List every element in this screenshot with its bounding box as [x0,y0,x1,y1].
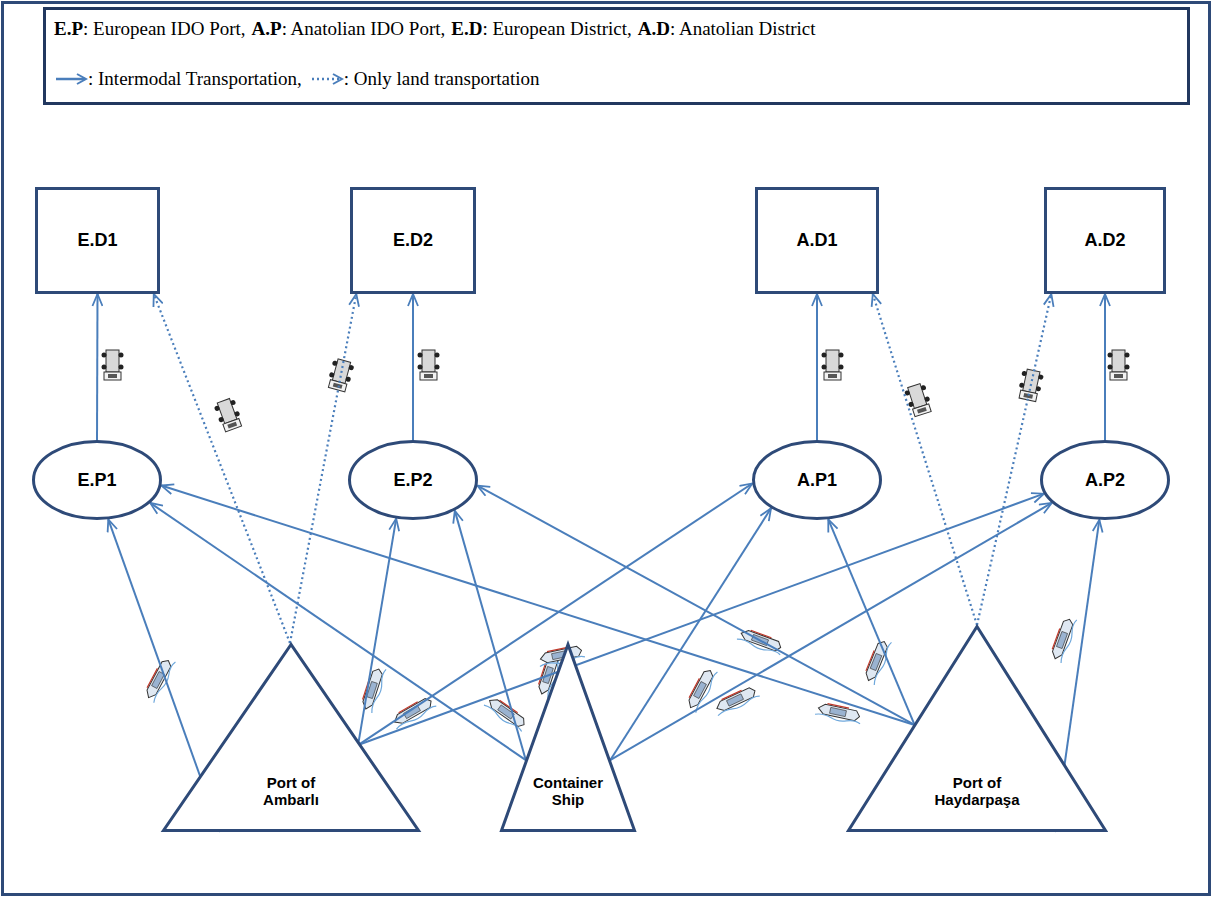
port-ellipse: E.P2 [348,440,478,520]
district-box: A.D2 [1044,187,1166,294]
port-ellipse: A.P1 [752,440,882,520]
legend-box: E.P: European IDO Port, A.P: Anatolian ID… [43,7,1190,105]
node-label: Port of Haydarpaşa [929,774,1025,808]
port-ellipse: E.P1 [32,440,162,520]
ellipse-shape [1042,442,1169,519]
source-triangle: Port of Ambarlı [162,643,420,832]
legend-line-sample [310,71,344,87]
intermodal-connector [1104,294,1106,440]
land-connector [873,294,977,625]
legend-item: : Intermodal Transportation, [54,68,302,90]
ellipse-shape [350,442,477,519]
source-triangle: Container Ship [500,643,636,832]
truck-icon [418,350,440,380]
node-label: E.P1 [77,470,116,491]
intermodal-connector [455,511,526,761]
district-box: A.D1 [755,187,879,294]
abbreviation-text: A.D [638,18,670,39]
legend-text: : Only land transportation [344,68,540,89]
legend-arrowhead [333,74,342,84]
node-label: E.D2 [393,230,433,251]
intermodal-connector [828,519,914,725]
ellipse-shape [34,442,161,519]
legend-row: : Intermodal Transportation, : Only land … [54,68,1179,90]
land-connector [154,294,290,643]
abbreviation-text: E.D [451,18,482,39]
ship-icon [815,702,863,726]
triangle-shape [849,627,1106,831]
node-label: A.P2 [1085,470,1125,491]
intermodal-connector [96,294,99,440]
truck-icon [102,350,124,380]
truck-icon [822,350,844,380]
source-triangle: Port of Haydarpaşa [847,625,1107,832]
abbreviation-text: : European IDO Port, [83,18,246,39]
ship-icon [713,684,761,717]
truck-icon [326,358,355,393]
truck-icon [1108,350,1130,380]
ship-icon [1049,615,1078,663]
abbreviation-text: A.P [252,18,282,39]
abbreviation-text: : Anatolian District [670,18,816,39]
land-connector [290,294,356,643]
district-box: E.D2 [350,187,476,294]
triangle-shape [502,645,635,831]
land-connector [977,294,1051,625]
intermodal-connector [477,486,914,725]
truck-icon [213,397,244,433]
triangle-shape [164,645,419,831]
legend-text: : Intermodal Transportation, [88,68,302,89]
legend-line [56,78,85,81]
truck-icon [903,382,933,417]
node-label: Container Ship [526,774,610,808]
node-label: A.P1 [797,470,837,491]
district-box: E.D1 [35,187,160,294]
node-label: E.D1 [77,230,117,251]
legend-line [312,78,341,81]
abbreviation-text: : European District, [482,18,631,39]
node-label: A.D1 [796,230,837,251]
intermodal-connector [816,294,818,440]
legend-line-sample [54,71,88,87]
ellipse-shape [754,442,881,519]
ship-icon [483,694,529,732]
abbreviation-text: E.P [54,18,83,39]
node-label: E.P2 [393,470,432,491]
legend-item: : Only land transportation [310,68,540,90]
legend-arrowhead [77,74,86,84]
legend-row: E.P: European IDO Port, A.P: Anatolian ID… [54,18,1179,40]
port-ellipse: A.P2 [1040,440,1170,520]
abbreviation-text: : Anatolian IDO Port, [282,18,446,39]
intermodal-connector [358,519,396,745]
intermodal-connector [412,294,414,440]
node-label: Port of Ambarlı [249,774,333,808]
node-label: A.D2 [1084,230,1125,251]
